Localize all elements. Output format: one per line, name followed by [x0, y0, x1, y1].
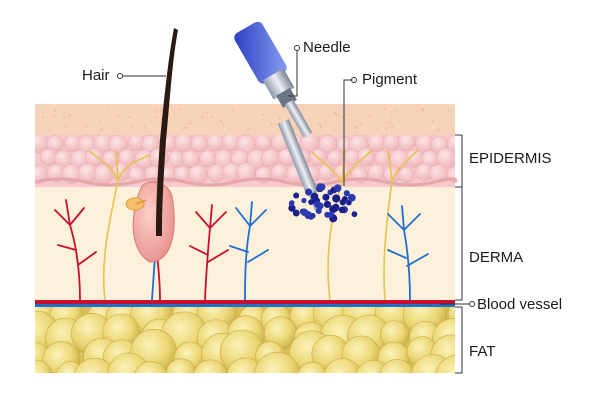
epidermis-cell — [108, 135, 128, 155]
fat-cell — [379, 359, 415, 373]
pigment-particle — [315, 207, 322, 214]
pigment-particle — [288, 200, 295, 207]
pigment-particle — [310, 192, 319, 201]
pigment-particle — [308, 199, 314, 205]
hair-shaft — [156, 28, 178, 236]
pigment-particle — [343, 190, 350, 197]
epidermis-cell — [397, 166, 415, 183]
needle-label: Needle — [303, 39, 351, 56]
fat-cell — [193, 359, 228, 373]
pigment-particle — [301, 197, 307, 204]
fat-cell — [74, 357, 116, 373]
pigment-particles — [288, 183, 358, 223]
pigment-particle — [293, 192, 300, 199]
epidermis-cell — [255, 135, 273, 152]
epidermis-cell — [383, 135, 401, 151]
epidermis-cell — [318, 163, 336, 181]
fat-bracket — [455, 306, 463, 374]
pigment-particle — [346, 199, 352, 206]
pigment-label: Pigment — [362, 71, 418, 88]
pigment-particle — [324, 211, 331, 218]
fat-label: FAT — [469, 343, 496, 360]
epidermis-cell — [190, 135, 209, 153]
epidermis-cell — [326, 149, 344, 167]
epidermis-cell — [436, 148, 455, 169]
pigment-particle — [323, 200, 331, 208]
blood-vessel-line — [35, 300, 455, 304]
epidermis-cell — [174, 135, 194, 153]
fat-cell — [165, 358, 197, 373]
fat-cell — [435, 354, 455, 373]
derma-label: DERMA — [469, 249, 524, 266]
pigment-particle — [341, 196, 348, 202]
pigment-particle — [322, 193, 330, 201]
epidermis-label: EPIDERMIS — [469, 150, 552, 167]
nerve-fibers — [87, 149, 419, 301]
pigment-leader-line — [343, 79, 352, 186]
pigment-particle — [347, 193, 356, 202]
epidermis-cell — [398, 135, 417, 152]
pigment-particle — [351, 211, 358, 218]
epidermis-cell — [270, 163, 289, 181]
pigment-particle — [333, 184, 342, 192]
fat-cell — [107, 352, 151, 373]
fat-cell — [134, 361, 168, 373]
fat-cell — [323, 358, 362, 373]
fat-layer — [35, 307, 455, 373]
needle-leader-line — [288, 50, 298, 97]
epidermis-layer — [35, 135, 455, 187]
stratum-corneum — [35, 104, 455, 135]
pigment-particle — [338, 206, 346, 214]
pigment-particle — [316, 183, 324, 191]
hair-label: Hair — [82, 67, 110, 84]
pigment-particle — [304, 211, 313, 219]
blood-vessel-label: Blood vessel — [477, 296, 563, 313]
epidermis-cell — [452, 152, 455, 165]
derma-bracket — [455, 186, 463, 301]
epidermis-cell — [188, 164, 208, 185]
pigment-particle — [304, 188, 313, 196]
pigment-particle — [330, 204, 339, 213]
epidermis-cell — [93, 163, 115, 184]
fat-cell — [254, 352, 301, 373]
pigment-particle — [292, 209, 300, 217]
epidermis-cell — [356, 147, 376, 167]
pigment-particle — [332, 194, 341, 203]
pigment-particle — [314, 200, 322, 208]
pigment-particle — [288, 204, 296, 212]
fat-cell — [297, 361, 328, 373]
epidermis-cell — [111, 162, 131, 182]
capillaries-blue — [151, 201, 429, 301]
fat-cell — [35, 359, 52, 373]
fat-cell — [226, 357, 264, 373]
